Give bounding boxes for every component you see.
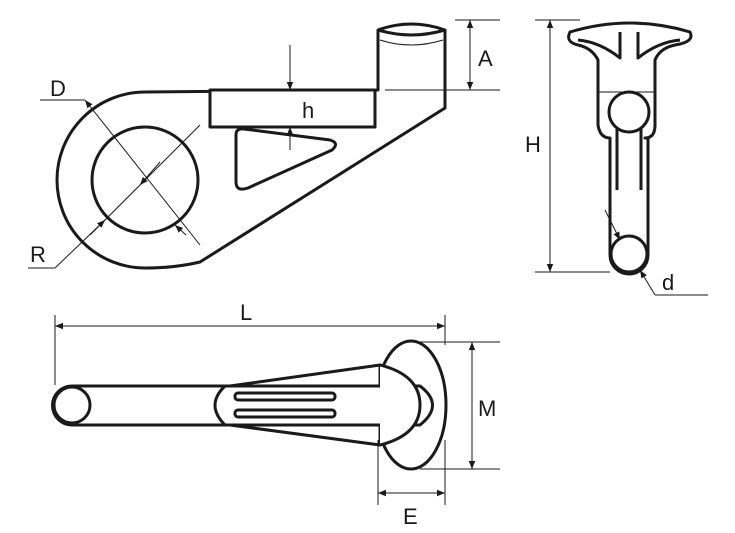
dim-label-h: h bbox=[302, 98, 314, 123]
dim-label-L: L bbox=[240, 300, 252, 325]
dim-label-d: d bbox=[662, 270, 674, 295]
dim-label-D: D bbox=[50, 76, 66, 101]
dim-label-R: R bbox=[30, 242, 46, 267]
hook-top-view bbox=[51, 315, 500, 505]
hook-front-view bbox=[28, 19, 500, 270]
hook-side-view bbox=[535, 19, 708, 296]
dim-label-M: M bbox=[478, 396, 496, 421]
dim-label-A: A bbox=[478, 46, 493, 71]
dim-label-E: E bbox=[403, 504, 418, 529]
dim-label-H: H bbox=[525, 132, 541, 157]
